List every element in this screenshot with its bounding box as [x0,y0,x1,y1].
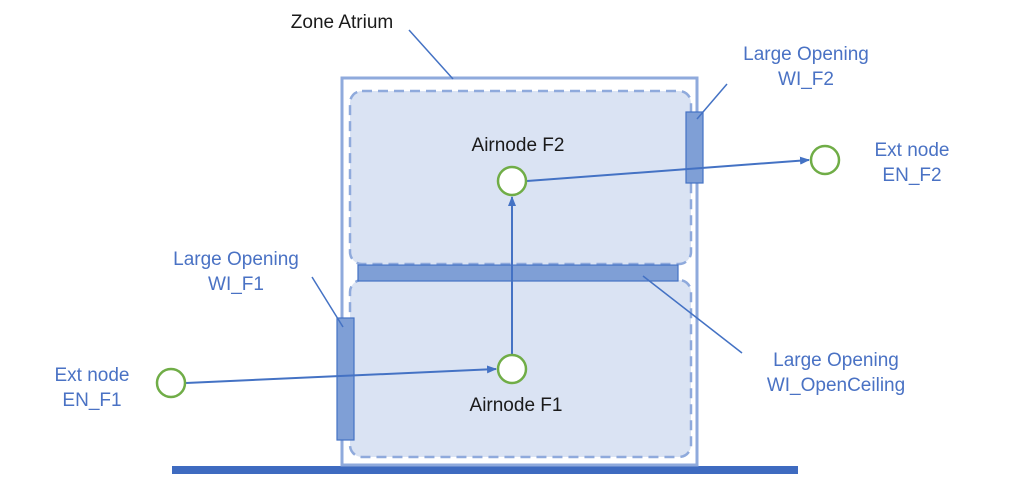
airnode-f1-label: Airnode F1 [470,395,563,416]
leader-wi-f1 [311,276,344,328]
airnode-f2-node [496,165,528,197]
ext-node-en-f2-label-1: Ext node [875,140,950,161]
zone-atrium-label: Zone Atrium [291,12,393,33]
opening-wi-f2-label-1: Large Opening [743,44,869,65]
leader-wi-openceiling [642,275,743,354]
opening-wi-f2-label-2: WI_F2 [778,69,834,90]
leader-wi-f2 [696,83,728,120]
flow-en-f1-to-airnode-f1 [185,365,497,384]
ext-node-en-f2 [809,144,841,176]
airnode-f1-node [496,353,528,385]
flow-airnode-f2-to-en-f2 [526,156,810,182]
ground-line [172,466,798,474]
opening-wi-openceiling-label-2: WI_OpenCeiling [767,375,905,396]
leader-zone-atrium [408,29,454,80]
ext-node-en-f1-label-1: Ext node [55,365,130,386]
airnode-f2-label: Airnode F2 [472,135,565,156]
opening-wi-openceiling [357,264,679,282]
opening-wi-f1-label-2: WI_F1 [208,274,264,295]
opening-wi-f2 [685,111,704,184]
ext-node-en-f1-label-2: EN_F1 [62,390,121,411]
opening-wi-openceiling-label-1: Large Opening [773,350,899,371]
ext-node-en-f1 [155,367,187,399]
opening-wi-f1 [336,317,355,441]
opening-wi-f1-label-1: Large Opening [173,249,299,270]
ext-node-en-f2-label-2: EN_F2 [882,165,941,186]
